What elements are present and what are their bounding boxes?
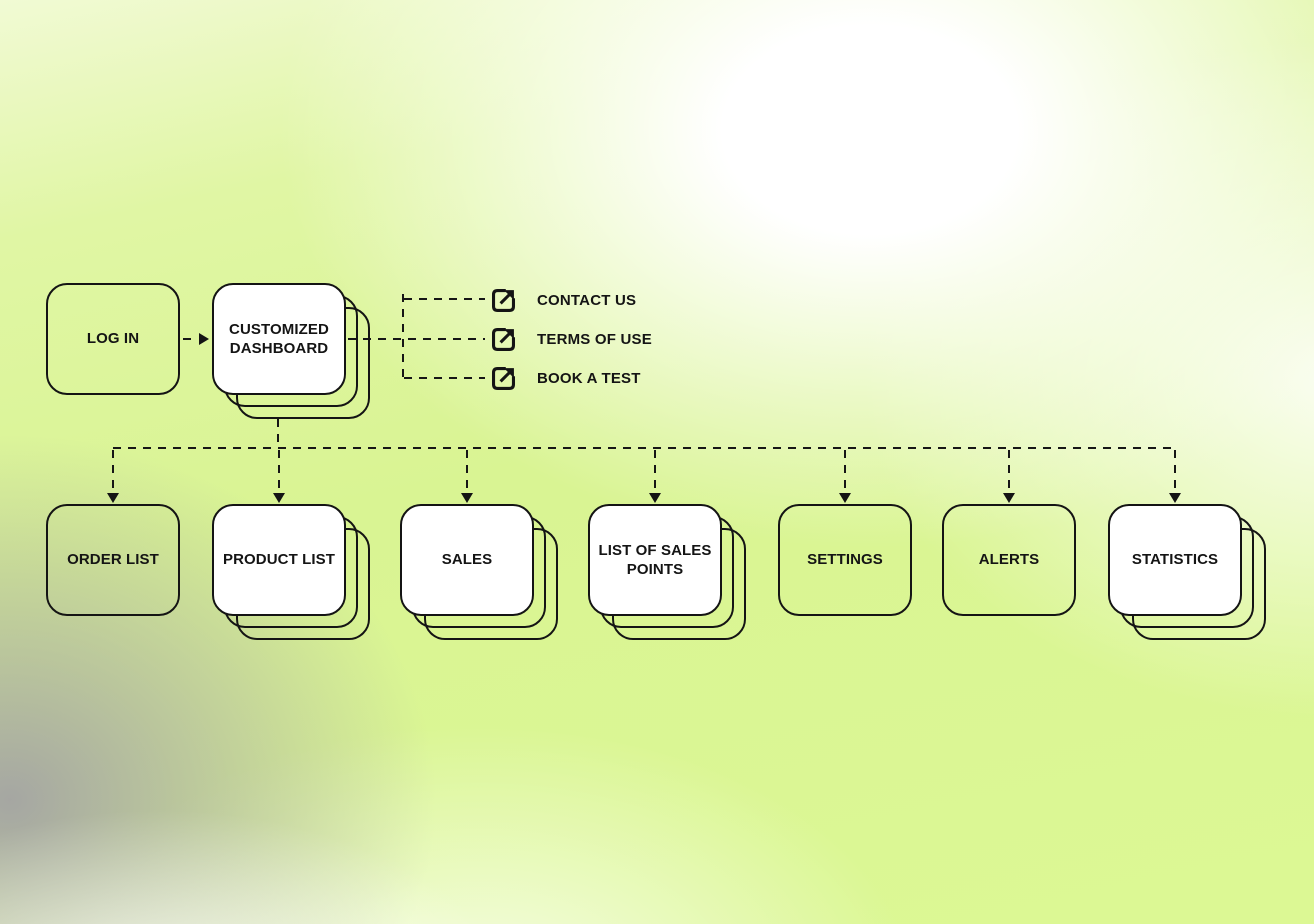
- settings-node-box: SETTINGS: [778, 504, 912, 616]
- statistics-node-box: STATISTICS: [1108, 504, 1242, 616]
- external-link-label: CONTACT US: [537, 292, 637, 309]
- arrowhead-down-icon: [1169, 493, 1181, 503]
- dashboard-node-label: CUSTOMIZED DASHBOARD: [229, 320, 329, 357]
- sales-node-box: SALES: [400, 504, 534, 616]
- order-list-node-box: ORDER LIST: [46, 504, 180, 616]
- external-link-icon: [491, 327, 516, 352]
- sales-points-node-box: LIST OF SALES POINTS: [588, 504, 722, 616]
- settings-node: SETTINGS: [778, 504, 912, 616]
- sales-node-label: SALES: [441, 551, 493, 569]
- external-link-book-a-test: BOOK A TEST: [489, 364, 641, 393]
- connector-tree-horizontal: [113, 447, 1176, 449]
- statistics-node: STATISTICS: [1108, 504, 1266, 640]
- arrowhead-down-icon: [273, 493, 285, 503]
- statistics-node-label: STATISTICS: [1131, 551, 1219, 569]
- alerts-node-label: ALERTS: [978, 551, 1040, 569]
- external-link-label: BOOK A TEST: [537, 370, 641, 387]
- connector-drop-product-list: [278, 450, 280, 492]
- connector-book-branch: [404, 377, 485, 379]
- connector-drop-sales-points: [654, 450, 656, 492]
- dashboard-node-box: CUSTOMIZED DASHBOARD: [212, 283, 346, 395]
- external-link-terms-of-use: TERMS OF USE: [489, 325, 652, 354]
- login-node: LOG IN: [46, 283, 180, 395]
- connector-drop-settings: [844, 450, 846, 492]
- login-node-label: LOG IN: [86, 330, 140, 348]
- connector-links-vertical: [402, 294, 404, 382]
- arrowhead-down-icon: [649, 493, 661, 503]
- external-link-label: TERMS OF USE: [537, 331, 652, 348]
- external-link-icon: [491, 366, 516, 391]
- external-link-icon: [491, 288, 516, 313]
- settings-node-label: SETTINGS: [807, 551, 883, 569]
- external-link-contact-us: CONTACT US: [489, 286, 636, 315]
- order-list-node-label: ORDER LIST: [67, 551, 159, 569]
- connector-dashboard-terms: [348, 338, 485, 340]
- arrowhead-down-icon: [107, 493, 119, 503]
- product-list-node: PRODUCT LIST: [212, 504, 370, 640]
- connector-drop-sales: [466, 450, 468, 492]
- sales-node: SALES: [400, 504, 558, 640]
- arrowhead-down-icon: [1003, 493, 1015, 503]
- connector-dashboard-tree: [277, 419, 279, 448]
- arrowhead-right-icon: [199, 333, 209, 345]
- sales-points-node: LIST OF SALES POINTS: [588, 504, 746, 640]
- login-node-box: LOG IN: [46, 283, 180, 395]
- alerts-node: ALERTS: [942, 504, 1076, 616]
- arrowhead-down-icon: [839, 493, 851, 503]
- product-list-node-box: PRODUCT LIST: [212, 504, 346, 616]
- dashboard-node: CUSTOMIZED DASHBOARD: [212, 283, 370, 419]
- alerts-node-box: ALERTS: [942, 504, 1076, 616]
- product-list-node-label: PRODUCT LIST: [222, 551, 336, 569]
- connector-drop-order-list: [112, 450, 114, 492]
- arrowhead-down-icon: [461, 493, 473, 503]
- connector-drop-statistics: [1174, 450, 1176, 492]
- connector-login-dashboard: [183, 338, 198, 340]
- connector-drop-alerts: [1008, 450, 1010, 492]
- sales-points-node-label: LIST OF SALES POINTS: [598, 541, 712, 578]
- order-list-node: ORDER LIST: [46, 504, 180, 616]
- connector-contact-branch: [404, 298, 485, 300]
